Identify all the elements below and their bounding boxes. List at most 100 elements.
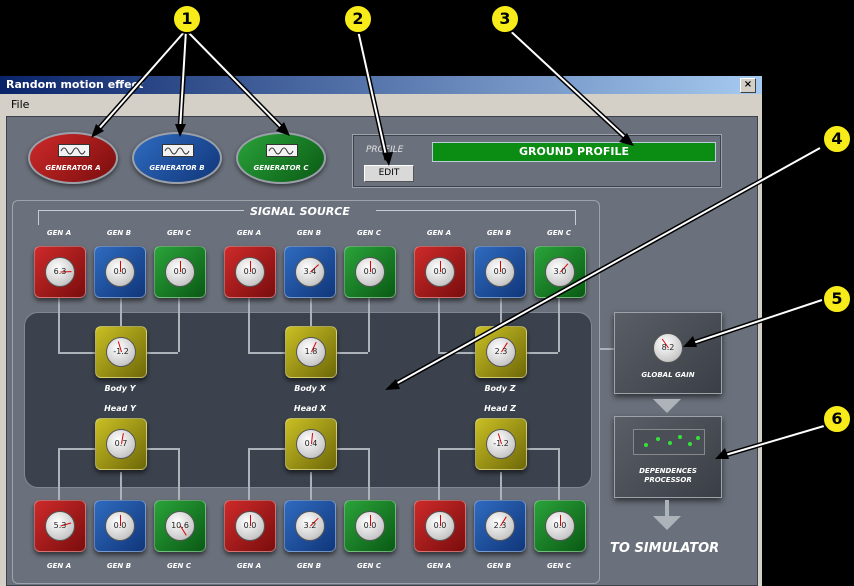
body-y-gen-c-knob[interactable]: 0.0 [165,257,195,287]
body-x-label: Body X [294,384,326,393]
head-y-label: Head Y [104,404,136,413]
generator-a-button[interactable]: GENERATOR A [28,132,118,184]
signal-source-title-bg [244,204,376,218]
body-x-gen-b-knob-value: 3.4 [303,267,317,276]
generator-b-button[interactable]: GENERATOR B [132,132,222,184]
head-x-gen-b-knob[interactable]: 3.2 [295,511,325,541]
body-z-gen-a-knob[interactable]: 0.0 [425,257,455,287]
head-x-gen-a-knob[interactable]: 0.0 [235,511,265,541]
body-y-gen-b-knob[interactable]: 0.0 [105,257,135,287]
head-y-mixer-knob[interactable]: 0.7 [106,429,136,459]
head-x-mixer-knob-tile: 0.4 [285,418,337,470]
signal-source-title: SIGNAL SOURCE [250,205,350,218]
column-label-gen-c: GEN C [547,562,571,570]
connector-line [248,296,250,352]
body-z-gen-b-knob-value: 0.0 [493,267,507,276]
body-y-gen-a-knob[interactable]: 6.3 [45,257,75,287]
connector-line [310,296,312,326]
generator-c-button[interactable]: GENERATOR C [236,132,326,184]
head-x-gen-c-knob[interactable]: 0.0 [355,511,385,541]
head-x-gen-c-knob-value: 0.0 [363,521,377,530]
body-z-mixer-knob-value: 2.3 [494,347,508,356]
connector-line [500,296,502,326]
head-x-gen-c-knob-tile: 0.0 [344,500,396,552]
body-x-mixer-knob[interactable]: 1.8 [296,337,326,367]
global-gain-panel: 8.2 GLOBAL GAIN [614,312,722,394]
head-x-gen-b-knob-value: 3.2 [303,521,317,530]
connector-line [178,448,180,500]
head-y-gen-a-knob[interactable]: 5.3 [45,511,75,541]
head-z-gen-b-knob[interactable]: 2.3 [485,511,515,541]
head-x-label: Head X [293,404,327,413]
indicator-dot [668,441,672,445]
body-y-gen-b-knob-tile: 0.0 [94,246,146,298]
connector-line [145,448,178,450]
body-x-gen-b-knob-tile: 3.4 [284,246,336,298]
connector-line [58,448,95,450]
close-button[interactable]: × [740,78,756,93]
body-x-gen-c-knob[interactable]: 0.0 [355,257,385,287]
column-label-gen-b: GEN B [106,562,132,570]
connector-line [600,348,614,350]
column-label-gen-b: GEN B [296,229,322,237]
head-y-gen-a-knob-tile: 5.3 [34,500,86,552]
body-z-mixer-knob[interactable]: 2.3 [486,337,516,367]
body-x-gen-a-knob[interactable]: 0.0 [235,257,265,287]
body-z-gen-b-knob[interactable]: 0.0 [485,257,515,287]
body-x-gen-c-knob-value: 0.0 [363,267,377,276]
head-z-label: Head Z [484,404,516,413]
head-x-gen-b-knob-tile: 3.2 [284,500,336,552]
knob-needle [370,515,371,526]
head-z-gen-b-knob-tile: 2.3 [474,500,526,552]
dependences-processor-panel[interactable]: DEPENDENCES PROCESSOR [614,416,722,498]
column-label-gen-b: GEN B [106,229,132,237]
body-z-gen-a-knob-value: 0.0 [433,267,447,276]
dependences-display [633,429,705,455]
body-y-mixer-knob[interactable]: -1.2 [106,337,136,367]
column-label-gen-c: GEN C [357,229,381,237]
head-y-gen-b-knob[interactable]: 0.0 [105,511,135,541]
body-z-label: Body Z [484,384,516,393]
knob-needle [250,515,251,526]
dependences-line-1: DEPENDENCES [639,467,697,475]
to-simulator-label: TO SIMULATOR [610,541,720,556]
body-x-gen-a-knob-tile: 0.0 [224,246,276,298]
connector-line [248,352,285,354]
head-z-gen-a-knob-tile: 0.0 [414,500,466,552]
global-gain-knob[interactable]: 8.2 [653,333,683,363]
column-label-gen-b: GEN B [296,562,322,570]
callout-1: 1 [172,4,202,34]
knob-needle [440,515,441,526]
head-x-gen-a-knob-tile: 0.0 [224,500,276,552]
body-x-gen-b-knob[interactable]: 3.4 [295,257,325,287]
sine-wave-icon [162,144,194,157]
body-y-gen-a-knob-tile: 6.3 [34,246,86,298]
head-z-gen-c-knob[interactable]: 0.0 [545,511,575,541]
connector-line [438,296,440,352]
head-y-gen-c-knob-tile: 10.6 [154,500,206,552]
head-y-gen-b-knob-value: 0.0 [113,521,127,530]
connector-line [120,296,122,326]
connector-line [248,448,285,450]
head-y-gen-c-knob[interactable]: 10.6 [165,511,195,541]
callout-5: 5 [822,284,852,314]
column-label-gen-b: GEN B [486,229,512,237]
column-label-gen-c: GEN C [167,229,191,237]
head-x-gen-a-knob-value: 0.0 [243,521,257,530]
body-y-gen-c-knob-value: 0.0 [173,267,187,276]
body-x-gen-a-knob-value: 0.0 [243,267,257,276]
connector-line [525,352,558,354]
head-z-mixer-knob[interactable]: -1.2 [486,429,516,459]
head-x-mixer-knob[interactable]: 0.4 [296,429,326,459]
body-z-gen-c-knob[interactable]: 3.0 [545,257,575,287]
menu-bar: File [0,94,762,113]
head-z-gen-a-knob[interactable]: 0.0 [425,511,455,541]
body-z-gen-c-knob-value: 3.0 [553,267,567,276]
indicator-dot [696,436,700,440]
body-z-gen-c-knob-tile: 3.0 [534,246,586,298]
indicator-dot [688,442,692,446]
connector-line [558,296,560,352]
menu-file[interactable]: File [11,98,30,111]
generator-label: GENERATOR B [149,164,205,172]
